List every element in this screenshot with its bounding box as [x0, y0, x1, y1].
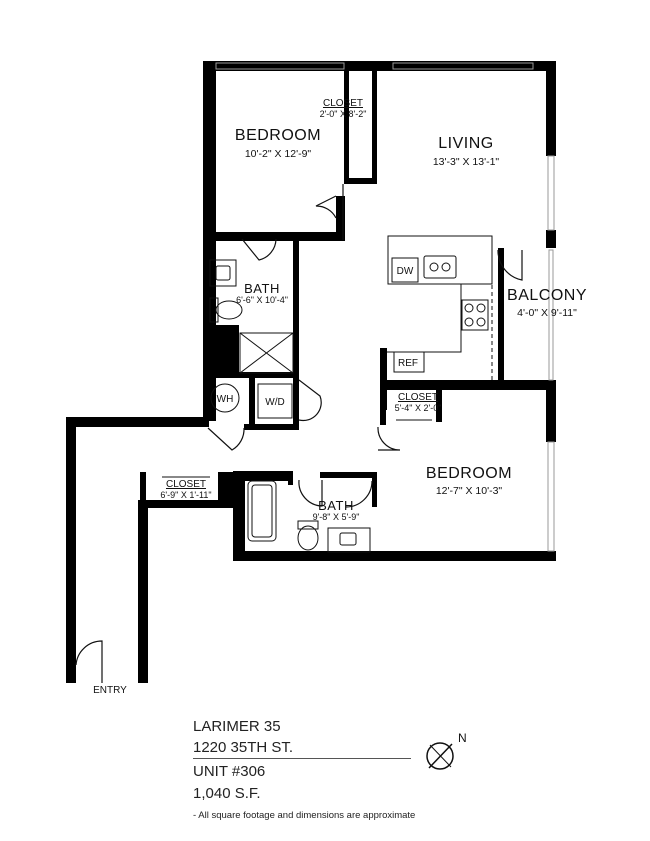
bath2-dims: 9'-8" X 5'-9": [313, 512, 360, 522]
closet1-name: CLOSET: [323, 98, 363, 109]
sink: [423, 255, 457, 279]
bedroom1-dims: 10'-2" X 12'-9": [245, 148, 312, 160]
closet3-dims: 6'-9" X 1'-11": [160, 490, 211, 500]
range: [461, 299, 489, 331]
living-name: LIVING: [438, 135, 493, 152]
dishwasher-label: DW: [397, 266, 414, 277]
entry-label: ENTRY: [93, 685, 127, 696]
bath2-name: BATH: [318, 498, 354, 513]
building-address: 1220 35TH ST.: [193, 739, 294, 756]
closet2-dims: 5'-4" X 2'-0": [395, 403, 442, 413]
closet2-name: CLOSET: [398, 392, 438, 403]
disclaimer-note: - All square footage and dimensions are …: [193, 810, 416, 821]
bath1-name: BATH: [244, 281, 280, 296]
balcony-dims: 4'-0" X 9'-11": [517, 307, 577, 319]
refrigerator-label: REF: [398, 358, 418, 369]
bath-fixtures: [209, 259, 371, 553]
balcony-name: BALCONY: [507, 287, 587, 304]
building-name: LARIMER 35: [193, 718, 281, 735]
door-swings: [75, 184, 523, 683]
bedroom2-dims: 12'-7" X 10'-3": [436, 485, 503, 497]
closet1-dims: 2'-0" X 8'-2": [320, 109, 367, 119]
refrigerator-box: [393, 351, 425, 373]
windows: [215, 62, 555, 552]
living-dims: 13'-3" X 13'-1": [433, 156, 500, 168]
dishwasher: [391, 257, 419, 283]
unit-area: 1,040 S.F.: [193, 785, 261, 802]
compass-icon: N: [426, 731, 467, 770]
unit-number: UNIT #306: [193, 763, 266, 780]
labels: BEDROOM 10'-2" X 12'-9" LIVING 13'-3" X …: [93, 98, 587, 696]
closet3-name: CLOSET: [166, 479, 206, 490]
kitchen: [387, 235, 493, 380]
water-heater-label: WH: [217, 394, 234, 405]
bath1-dims: 6'-6" X 10'-4": [236, 295, 288, 305]
washer-dryer-label: W/D: [265, 397, 284, 408]
bedroom2-name: BEDROOM: [426, 465, 512, 482]
compass-north-label: N: [458, 731, 467, 745]
closet-rods: [162, 419, 432, 478]
bedroom1-name: BEDROOM: [235, 127, 321, 144]
walls: [66, 61, 556, 683]
info-divider: [193, 758, 411, 759]
